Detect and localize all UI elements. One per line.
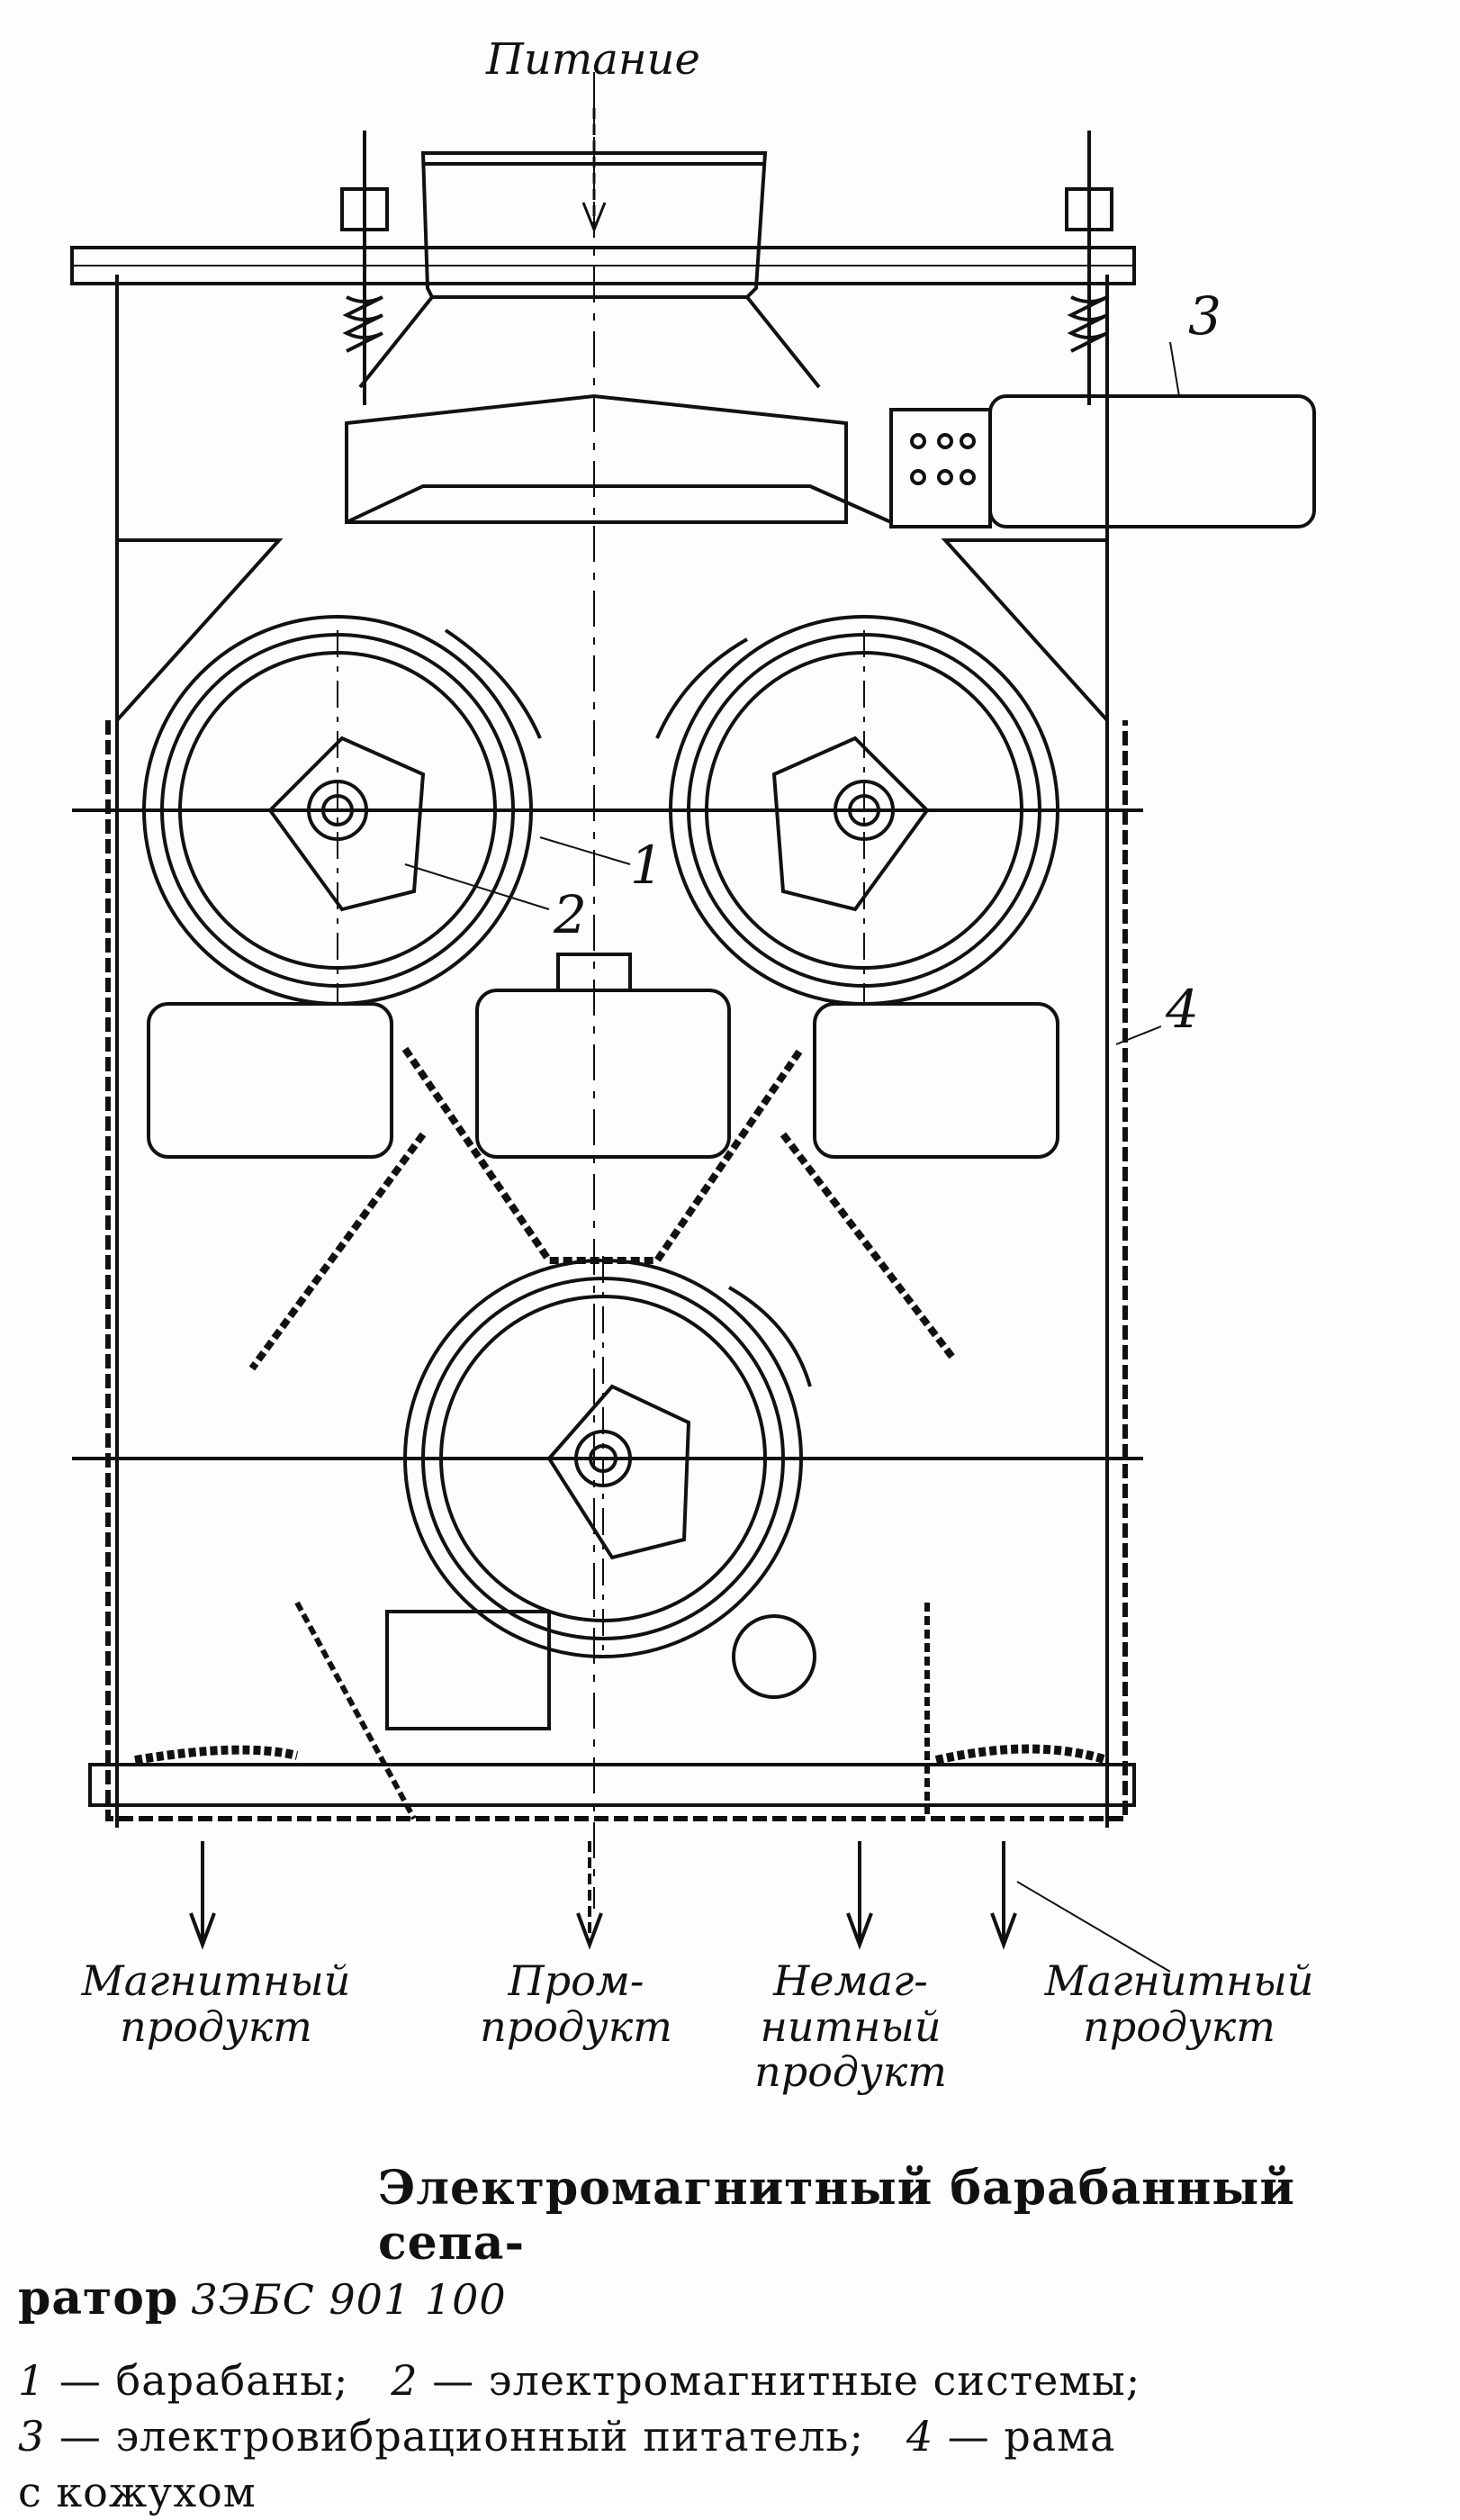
inspection-windows <box>147 953 1059 1159</box>
output-line: нитный <box>760 2001 942 2051</box>
legend-line-3: с кожухом <box>18 2464 1431 2520</box>
output-label-magnetic-right: Магнитный продукт <box>999 1958 1359 2049</box>
feed-label: Питание <box>486 34 700 85</box>
callout-4: 4 <box>1166 979 1199 1040</box>
spring-left <box>340 131 389 405</box>
feed-hopper <box>358 151 821 389</box>
output-line: Немаг- <box>773 1956 928 2005</box>
bottom-pads <box>134 1610 1109 1765</box>
output-line: продукт <box>1083 2001 1275 2051</box>
output-line: продукт <box>120 2001 312 2051</box>
chutes <box>248 1046 958 1820</box>
legend-line-2: 3 — электровибрационный питатель; 4 — ра… <box>18 2408 1431 2464</box>
output-line: Магнитный <box>1044 1956 1314 2005</box>
output-arrows <box>189 1841 1171 1973</box>
caption-legend: 1 — барабаны; 2 — электромагнитные систе… <box>18 2353 1431 2520</box>
output-label-nonmagnetic: Немаг- нитный продукт <box>738 1958 963 2095</box>
output-line: продукт <box>754 2047 947 2097</box>
legend-text: — электромагнитные системы; <box>432 2356 1141 2405</box>
feed-arrow <box>581 108 607 234</box>
caption-title-word: ратор <box>18 2271 179 2326</box>
top-beam <box>70 246 1136 285</box>
legend-line-1: 1 — барабаны; 2 — электромагнитные систе… <box>18 2353 1431 2408</box>
vibrating-feeder <box>345 393 1316 528</box>
legend-num: 3 <box>18 2412 46 2461</box>
caption-title-line1: Электромагнитный барабанный сепа- <box>378 2161 1295 2271</box>
callout-2: 2 <box>554 884 587 945</box>
output-label-magnetic-left: Магнитный продукт <box>54 1958 378 2049</box>
handwritten-model: 3ЭБС 901 100 <box>191 2275 507 2324</box>
output-line: продукт <box>480 2001 672 2051</box>
legend-num: 2 <box>391 2356 419 2405</box>
legend-num: 1 <box>18 2356 46 2405</box>
drum-bottom <box>396 1256 816 1699</box>
callout-1: 1 <box>630 835 663 896</box>
legend-text: — рама <box>947 2412 1116 2461</box>
legend-num: 4 <box>906 2412 934 2461</box>
drum-right <box>655 615 1059 1006</box>
output-line: Пром- <box>508 1956 644 2005</box>
output-label-middlings: Пром- продукт <box>464 1958 689 2049</box>
legend-text: — барабаны; <box>59 2356 349 2405</box>
legend-text: — электровибрационный питатель; <box>59 2412 864 2461</box>
callout-leaders <box>404 341 1180 1045</box>
output-line: Магнитный <box>81 1956 351 2005</box>
spring-right <box>1065 131 1113 405</box>
legend-text: с кожухом <box>18 2468 257 2517</box>
callout-3: 3 <box>1188 285 1221 347</box>
frame-casing <box>72 275 1143 1828</box>
